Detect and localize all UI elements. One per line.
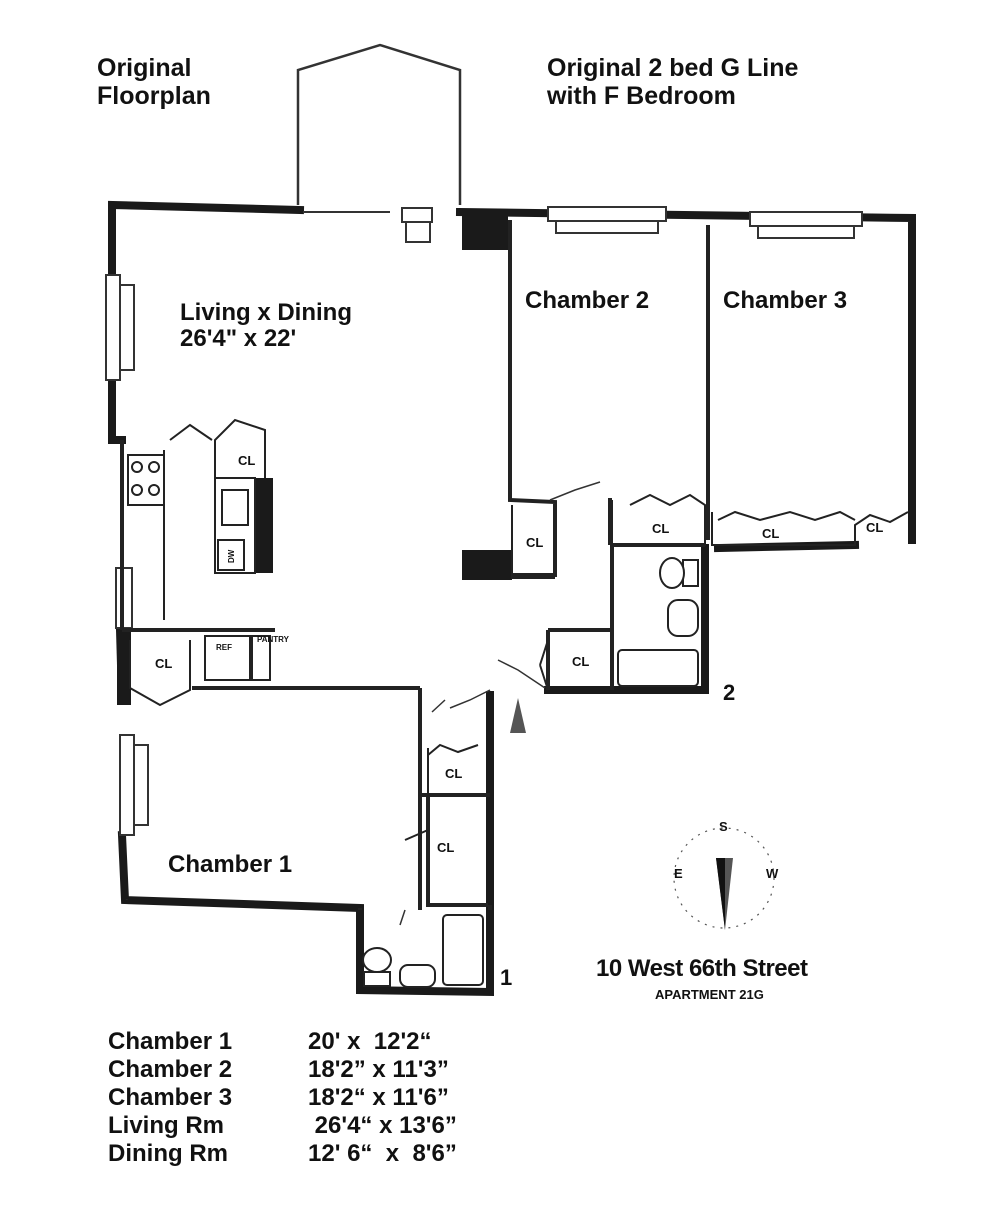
floorplan-diagram: Living x Dining 26'4" x 22' Chamber 2 Ch…	[105, 43, 916, 997]
kitchen-wall-block	[255, 478, 273, 573]
bath-marker-1: 1	[500, 965, 512, 990]
dimension-room-name: Dining Rm	[108, 1140, 228, 1167]
dimension-row: Chamber 3 18'2“ x 11'6”	[108, 1084, 457, 1112]
living-dining-label: Living x Dining	[180, 299, 352, 326]
closet-label: CL	[866, 520, 883, 535]
dimension-row: Living Rm 26'4“ x 13'6”	[108, 1112, 457, 1140]
dimension-room-name: Living Rm	[108, 1112, 225, 1139]
chamber1-label: Chamber 1	[168, 851, 292, 878]
header-right-line2: with F Bedroom	[547, 82, 736, 110]
dimension-size: 26'4“ x 13'6”	[308, 1112, 457, 1139]
closet-label: CL	[238, 453, 255, 468]
closets	[129, 493, 909, 905]
compass-south-label: S	[719, 819, 728, 834]
balcony-outline	[296, 43, 462, 205]
closet-label: CL	[572, 654, 589, 669]
doors	[399, 481, 601, 926]
closet-label: CL	[155, 656, 172, 671]
room-dimensions-table: Chamber 1 20' x 12'2“ Chamber 2 18'2” x 11'…	[108, 1028, 457, 1168]
dimension-row: Dining Rm 12' 6“ x 8'6”	[108, 1140, 457, 1168]
closet-label: CL	[526, 535, 543, 550]
dimension-size: 20' x 12'2“	[308, 1028, 432, 1055]
closet-label: CL	[445, 766, 462, 781]
header-right-line1: Original 2 bed G Line	[547, 54, 799, 82]
chamber2-label: Chamber 2	[525, 287, 649, 314]
closet-label: CL	[762, 526, 779, 541]
closet-label: CL	[437, 840, 454, 855]
kitchen	[127, 418, 271, 681]
compass-east-label: E	[674, 866, 683, 881]
closet-label: CL	[652, 521, 669, 536]
dimension-size: 18'2” x 11'3”	[308, 1056, 449, 1083]
column-block	[462, 212, 508, 250]
compass-rose: S E W	[673, 819, 779, 930]
north-arrow-icon	[510, 698, 526, 733]
bath-marker-2: 2	[723, 680, 735, 705]
living-dining-dimensions: 26'4" x 22'	[180, 325, 296, 352]
bathroom-2	[617, 557, 699, 687]
bathroom-1	[362, 914, 484, 988]
dimension-room-name: Chamber 2	[108, 1056, 233, 1083]
refrigerator-label: REF	[216, 643, 232, 652]
dimension-room-name: Chamber 1	[108, 1028, 233, 1055]
dimension-row: Chamber 2 18'2” x 11'3”	[108, 1056, 457, 1084]
column-block	[462, 550, 512, 580]
chamber3-label: Chamber 3	[723, 287, 847, 314]
pantry-label: PANTRY	[257, 635, 290, 644]
compass-west-label: W	[766, 866, 779, 881]
dimension-size: 12' 6“ x 8'6”	[308, 1140, 457, 1167]
header-left-line1: Original	[97, 54, 192, 82]
dimension-row: Chamber 1 20' x 12'2“	[108, 1028, 457, 1056]
address-street: 10 West 66th Street	[596, 955, 808, 982]
dimension-size: 18'2“ x 11'6”	[308, 1084, 449, 1111]
header-left-line2: Floorplan	[97, 82, 211, 110]
dimension-room-name: Chamber 3	[108, 1084, 233, 1111]
column-block	[117, 630, 131, 705]
address-unit: APARTMENT 21G	[655, 987, 764, 1002]
dishwasher-label: DW	[227, 549, 236, 563]
